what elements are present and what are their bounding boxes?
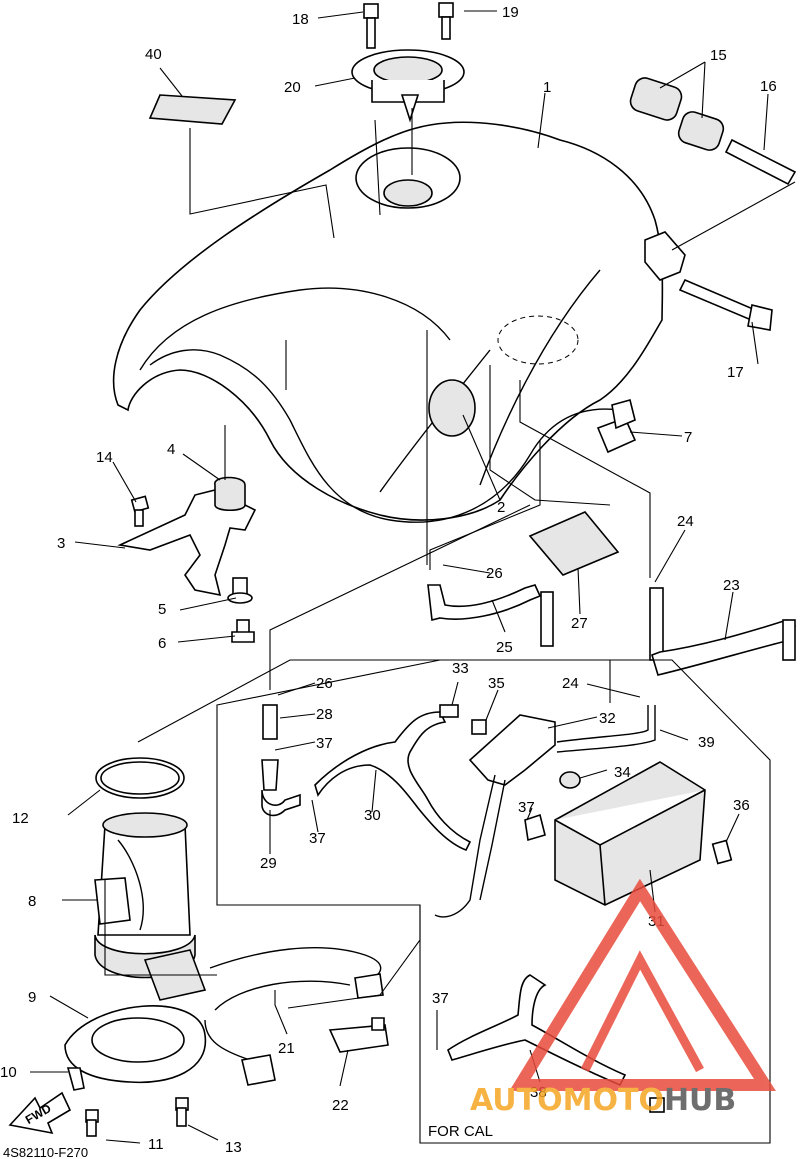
callout-25: 25 xyxy=(496,639,513,656)
pump-plate-part xyxy=(64,1005,207,1137)
callout-37: 37 xyxy=(316,735,333,752)
callout-24: 24 xyxy=(677,513,694,530)
callout-27: 27 xyxy=(571,615,588,632)
callout-18: 18 xyxy=(292,11,309,28)
region-label: FOR CAL xyxy=(428,1123,493,1140)
callout-1: 1 xyxy=(543,79,551,96)
leader-lines xyxy=(30,10,796,1144)
watermark-brand-a: AUTOMOTO xyxy=(470,1083,664,1118)
callout-13: 13 xyxy=(225,1139,242,1156)
callout-34: 34 xyxy=(614,764,631,781)
watermark: AUTOMOTOHUB xyxy=(470,878,776,1118)
callout-26: 26 xyxy=(486,565,503,582)
pad-part xyxy=(528,511,620,576)
callout-17: 17 xyxy=(727,364,744,381)
callout-2: 2 xyxy=(497,499,505,516)
label-part xyxy=(148,94,237,125)
breather-hose-part xyxy=(649,587,796,676)
watermark-triangle-icon xyxy=(509,878,776,1091)
callout-24b: 24 xyxy=(562,675,579,692)
fuel-hose-part xyxy=(204,947,384,1086)
callout-11: 11 xyxy=(148,1136,164,1153)
damper-set-part xyxy=(629,77,797,331)
callout-37b: 37 xyxy=(309,830,326,847)
callout-9: 9 xyxy=(28,989,36,1006)
callout-29: 29 xyxy=(260,855,277,872)
fuel-pump-part xyxy=(94,812,207,1001)
drain-hose-part xyxy=(427,584,554,647)
bracket-32-part xyxy=(439,704,556,786)
callout-12: 12 xyxy=(12,810,29,827)
callout-39: 39 xyxy=(698,734,715,751)
screw-part xyxy=(363,2,454,49)
clip-part xyxy=(596,399,637,454)
callout-15: 15 xyxy=(710,47,727,64)
callout-7: 7 xyxy=(684,429,692,446)
hose-39-part xyxy=(434,705,656,918)
callout-labels: 1 2 3 4 5 6 7 8 9 10 11 12 13 14 15 16 1… xyxy=(0,4,777,1156)
hose-part xyxy=(261,704,301,817)
callout-20: 20 xyxy=(284,79,301,96)
canister-part xyxy=(524,761,733,906)
svg-text:AUTOMOTOHUB: AUTOMOTOHUB xyxy=(470,1083,736,1118)
callout-40: 40 xyxy=(145,46,162,63)
callout-28: 28 xyxy=(316,706,333,723)
callout-22: 22 xyxy=(332,1097,349,1114)
callout-19: 19 xyxy=(502,4,519,21)
watermark-brand-b: HUB xyxy=(664,1083,736,1118)
tank-bracket-part xyxy=(117,476,257,643)
drawing-code: 4S82110-F270 xyxy=(3,1145,88,1159)
fuel-tank-part xyxy=(112,121,686,523)
hose-30-part xyxy=(314,711,472,852)
callout-6: 6 xyxy=(158,635,166,652)
fuel-cap-part xyxy=(351,49,465,123)
fwd-arrow xyxy=(8,1091,72,1135)
o-ring-part xyxy=(95,757,185,799)
callout-26b: 26 xyxy=(316,675,333,692)
callout-3: 3 xyxy=(57,535,65,552)
callout-14: 14 xyxy=(96,449,113,466)
callout-32: 32 xyxy=(599,710,616,727)
callout-16: 16 xyxy=(760,78,777,95)
callout-21: 21 xyxy=(278,1040,295,1057)
callout-36: 36 xyxy=(733,797,750,814)
callout-35: 35 xyxy=(488,675,505,692)
for-cal-box xyxy=(216,659,771,1144)
callout-30: 30 xyxy=(364,807,381,824)
callout-4: 4 xyxy=(167,441,175,458)
callout-33: 33 xyxy=(452,660,469,677)
connector-clip-part xyxy=(328,1017,389,1053)
callout-23: 23 xyxy=(723,577,740,594)
callout-37d: 37 xyxy=(432,990,449,1007)
callout-37c: 37 xyxy=(518,799,535,816)
callout-10: 10 xyxy=(0,1064,17,1081)
callout-5: 5 xyxy=(158,601,166,618)
callout-8: 8 xyxy=(28,893,36,910)
